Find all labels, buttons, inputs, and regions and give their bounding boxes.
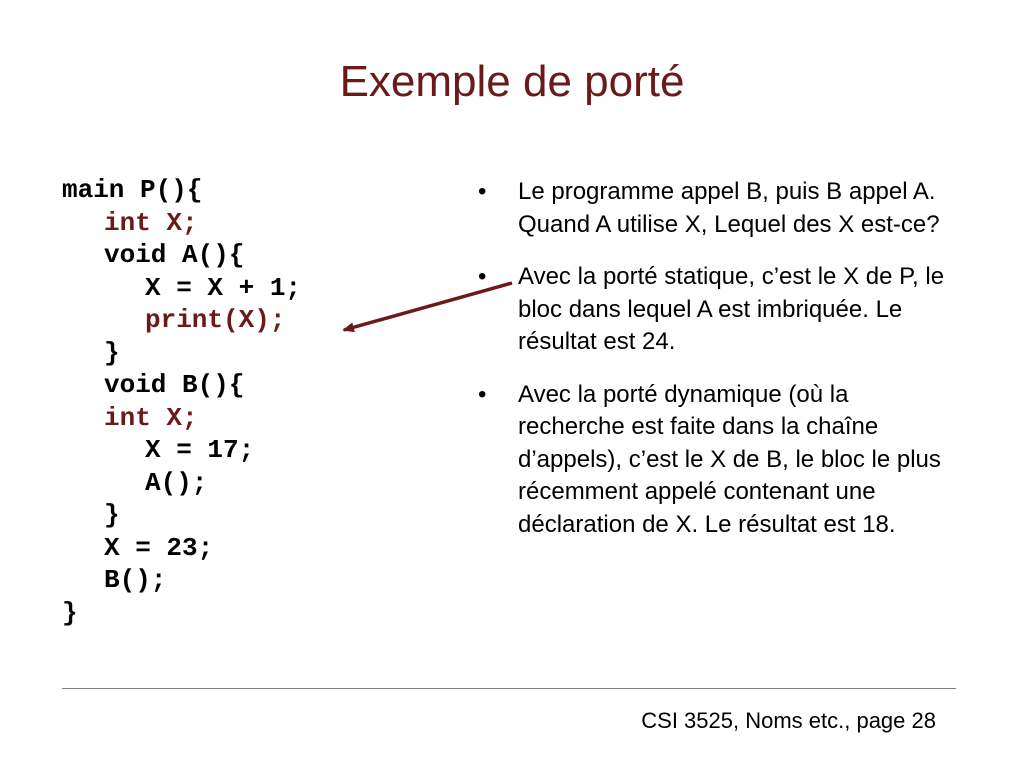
slide-title: Exemple de porté — [339, 57, 685, 106]
bullet-text: Avec la porté statique, c’est le X de P,… — [518, 263, 945, 355]
code-line: } — [104, 337, 120, 368]
code-line: int X; — [104, 207, 198, 238]
code-line: X = 17; — [145, 435, 255, 465]
footer-divider — [62, 688, 956, 689]
page-footer: CSI 3525, Noms etc., page 28 — [641, 708, 936, 733]
code-line: void B(){ — [104, 370, 245, 400]
bullet-text: Le programme appel B, puis B appel A. Qu… — [518, 178, 940, 238]
code-line: B(); — [104, 565, 167, 595]
code-line: void A(){ — [104, 240, 245, 270]
code-line: } — [104, 500, 120, 530]
bullet-icon: • — [478, 263, 487, 290]
code-line: X = 23; — [104, 532, 214, 563]
code-line: A(); — [145, 467, 208, 498]
bullet-icon: • — [478, 178, 487, 205]
code-line: int X; — [104, 402, 198, 433]
code-block: main P(){ int X; void A(){ X = X + 1; pr… — [62, 174, 301, 629]
bullet-text: Avec la porté dynamique (où la recherche… — [518, 380, 941, 538]
code-line: main P(){ — [62, 175, 203, 205]
list-item: • Le programme appel B, puis B appel A. … — [478, 176, 958, 241]
code-line: } — [62, 597, 78, 628]
bullet-icon: • — [478, 380, 487, 408]
list-item: • Avec la porté statique, c’est le X de … — [478, 261, 958, 359]
code-line: X = X + 1; — [145, 272, 302, 303]
code-line: print(X); — [145, 305, 286, 335]
bullet-list: • Le programme appel B, puis B appel A. … — [478, 176, 958, 561]
list-item: • Avec la porté dynamique (où la recherc… — [478, 379, 958, 542]
